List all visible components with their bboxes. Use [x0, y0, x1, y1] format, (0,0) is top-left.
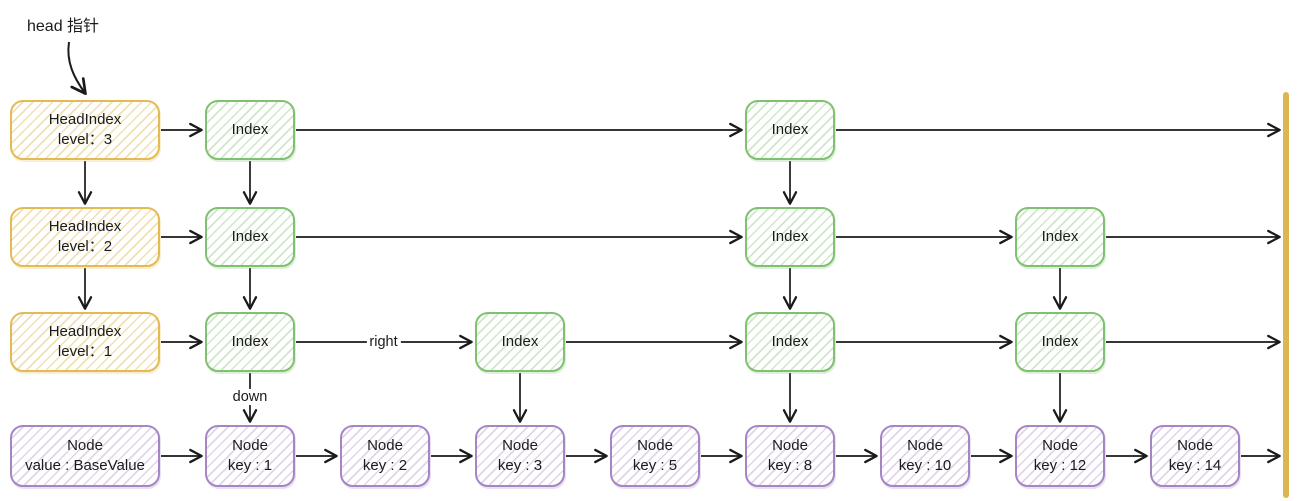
headindex-box-h1: HeadIndex level：1 — [10, 312, 160, 372]
index-box-iD2: Index — [475, 312, 565, 372]
box-label-line: Node — [637, 437, 673, 455]
box-label-line: Node — [67, 437, 103, 455]
box-label-line: Index — [771, 228, 809, 246]
node-box-n10: Node key : 10 — [880, 425, 970, 487]
box-label-line: key : 3 — [497, 457, 543, 474]
box-label-line: Node — [1042, 437, 1078, 455]
headindex-box-h3: HeadIndex level：3 — [10, 100, 160, 160]
box-label-line: key : 1 — [227, 457, 273, 474]
index-box-iB1: Index — [745, 207, 835, 267]
node-box-n8: Node key : 8 — [745, 425, 835, 487]
box-label-line: Index — [231, 121, 269, 139]
node-box-n2: Node key : 2 — [340, 425, 430, 487]
box-label-line: Index — [1041, 228, 1079, 246]
box-label-line: HeadIndex — [48, 323, 122, 341]
index-box-iB0: Index — [745, 100, 835, 160]
box-label-line: Index — [231, 333, 269, 351]
index-box-iC1: Index — [1015, 207, 1105, 267]
box-label-line: Node — [772, 437, 808, 455]
box-label-line: key : 12 — [1033, 457, 1087, 474]
box-label-line: key : 10 — [898, 457, 952, 474]
box-label-line: HeadIndex — [48, 111, 122, 129]
box-label-line: key : 14 — [1168, 457, 1222, 474]
box-label-line: HeadIndex — [48, 218, 122, 236]
box-label-line: Index — [771, 121, 809, 139]
box-label-line: Node — [232, 437, 268, 455]
box-label-line: key : 8 — [767, 457, 813, 474]
index-box-iA1: Index — [205, 207, 295, 267]
edge-label-down: down — [229, 389, 271, 405]
box-label-line: value : BaseValue — [25, 457, 145, 474]
box-label-line: Index — [771, 333, 809, 351]
box-label-line: key : 2 — [362, 457, 408, 474]
node-box-n5: Node key : 5 — [610, 425, 700, 487]
box-label-line: key : 5 — [632, 457, 678, 474]
box-label-line: Node — [907, 437, 943, 455]
box-label-line: Index — [231, 228, 269, 246]
head-pointer-label: head 指针 — [27, 18, 100, 35]
box-label-line: Node — [1177, 437, 1213, 455]
box-label-line: Node — [502, 437, 538, 455]
box-label-line: level：3 — [57, 131, 113, 148]
head-pointer-arrow — [67, 41, 87, 95]
index-box-iC2: Index — [1015, 312, 1105, 372]
box-label-line: Index — [501, 333, 539, 351]
headindex-box-h2: HeadIndex level：2 — [10, 207, 160, 267]
box-label-line: level：1 — [57, 343, 113, 360]
edge-label-right: right — [366, 334, 401, 350]
box-label-line: Index — [1041, 333, 1079, 351]
level-rail — [1283, 92, 1289, 498]
node-box-n14: Node key : 14 — [1150, 425, 1240, 487]
box-label-line: level：2 — [57, 238, 113, 255]
index-box-iA2: Index — [205, 312, 295, 372]
node-box-n1: Node key : 1 — [205, 425, 295, 487]
index-box-iA0: Index — [205, 100, 295, 160]
node-box-n0: Node value : BaseValue — [10, 425, 160, 487]
box-label-line: Node — [367, 437, 403, 455]
node-box-n3: Node key : 3 — [475, 425, 565, 487]
node-box-n12: Node key : 12 — [1015, 425, 1105, 487]
index-box-iB2: Index — [745, 312, 835, 372]
